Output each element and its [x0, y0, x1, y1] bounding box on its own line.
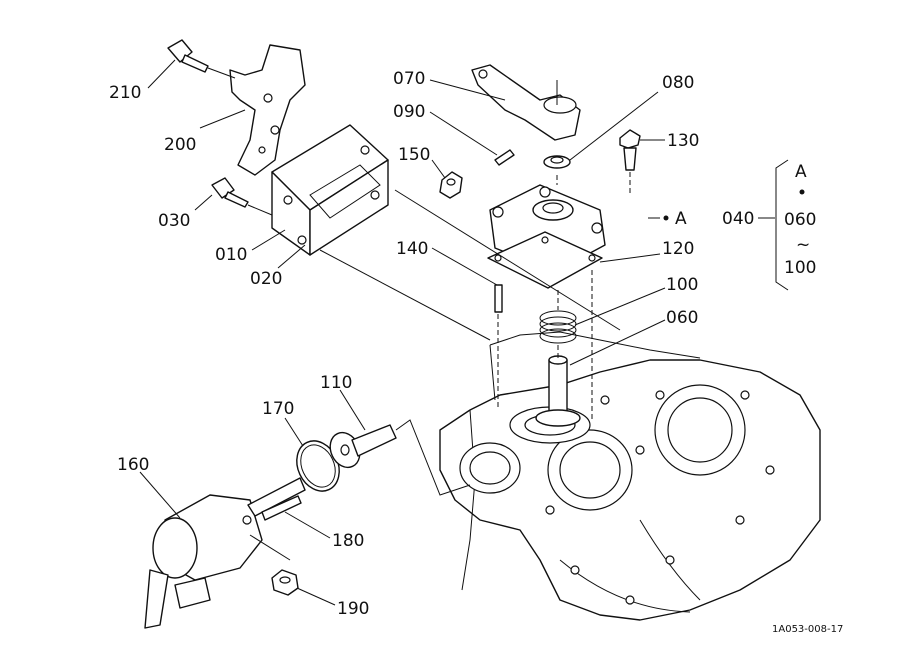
label-020: 020: [250, 269, 282, 289]
nut-190: [249, 534, 299, 596]
flange-010: [271, 124, 389, 256]
legend-letter: A: [795, 162, 807, 182]
callout-leaders: [139, 59, 669, 606]
legend-from: 060: [784, 210, 816, 230]
bolt-030: [211, 177, 273, 216]
label-140: 140: [396, 239, 428, 259]
assembly-lines: [319, 175, 621, 420]
lever-070: [471, 64, 581, 141]
label-ref-a: A: [675, 209, 687, 229]
legend-tilde: ~: [796, 235, 810, 255]
bolt-130: [619, 129, 641, 195]
solenoid-160: [144, 477, 306, 629]
label-040: 040: [722, 209, 754, 229]
legend-dot: [799, 189, 805, 195]
label-120: 120: [662, 239, 694, 259]
bracket-200: [229, 44, 306, 176]
label-150: 150: [398, 145, 430, 165]
label-210: 210: [109, 83, 141, 103]
spring-100: [539, 310, 577, 344]
shaft-060: [535, 355, 581, 427]
label-190: 190: [337, 599, 369, 619]
nut-150: [439, 171, 463, 199]
label-060: 060: [666, 308, 698, 328]
label-070: 070: [393, 69, 425, 89]
stud-180: [261, 495, 302, 521]
engine-block: [439, 331, 821, 621]
gasket-120: [487, 231, 603, 289]
legend-to: 100: [784, 258, 816, 278]
callout-labels: 210 200 030 010 020 070 090 080 130 150 …: [109, 69, 699, 619]
label-100: 100: [666, 275, 698, 295]
label-110: 110: [320, 373, 352, 393]
stud-140: [494, 284, 503, 410]
drawing-id: 1A053-008-17: [772, 624, 843, 635]
pin-090: [494, 149, 515, 166]
plunger-110: [329, 419, 471, 496]
label-080: 080: [662, 73, 694, 93]
label-010: 010: [215, 245, 247, 265]
label-160: 160: [117, 455, 149, 475]
gasket-020: [283, 145, 381, 245]
bolt-210: [167, 39, 236, 79]
label-180: 180: [332, 531, 364, 551]
label-090: 090: [393, 102, 425, 122]
assembly-legend-040: 040 A 060 ~ 100: [722, 159, 816, 291]
label-170: 170: [262, 399, 294, 419]
label-200: 200: [164, 135, 196, 155]
seal-080: [543, 155, 571, 169]
label-030: 030: [158, 211, 190, 231]
o-ring-170: [296, 440, 340, 492]
label-130: 130: [667, 131, 699, 151]
